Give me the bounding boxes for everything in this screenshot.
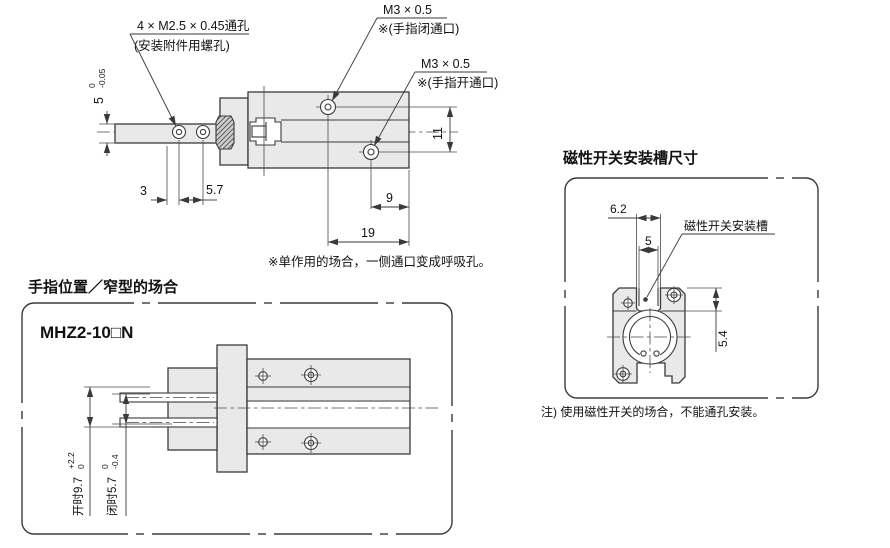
dim-groove-widths: 6.2 5 xyxy=(608,202,661,288)
dim-finger-width: 5 0 -0.05 xyxy=(87,68,117,156)
dim-port-distances: 9 19 xyxy=(328,170,410,246)
dim-groove-depth-value: 5.4 xyxy=(716,330,730,347)
finger-mounting-holes xyxy=(171,124,211,140)
dim-port-pitch: 11 xyxy=(431,107,454,152)
finger-pivot-hatched xyxy=(215,115,235,150)
dim-hole-positions: 3 5.7 xyxy=(140,140,223,205)
end-view-drawing: 6.2 5 5.4 磁性开关安装槽 xyxy=(607,202,775,384)
dim-open-port-to-end: 9 xyxy=(386,191,393,205)
open-port-label-line2: ※(手指开通口) xyxy=(417,75,498,90)
dim-closed-tol-lower: -0.4 xyxy=(110,454,120,469)
finger-position-panel: 手指位置／窄型的场合 MHZ2-10□N xyxy=(19,278,455,537)
model-number: MHZ2-10□N xyxy=(40,323,133,342)
flange-plate xyxy=(216,344,248,473)
mount-holes-callout: 4 × M2.5 × 0.45通孔 (安装附件用螺孔) xyxy=(129,19,250,127)
frame-break-marks xyxy=(562,175,821,401)
frame-break-marks xyxy=(19,300,455,537)
dim-closed-tol-upper: 0 xyxy=(100,464,110,469)
groove-callout: 磁性开关安装槽 xyxy=(643,218,775,302)
open-port-callout: M3 × 0.5 ※(手指开通口) xyxy=(373,57,498,147)
dim-closed-width: 闭时5.7 xyxy=(106,477,119,516)
open-port xyxy=(359,140,457,209)
dim-groove-depth: 5.4 xyxy=(661,287,730,352)
leader-dot xyxy=(643,297,648,302)
finger-panel-title: 手指位置／窄型的场合 xyxy=(28,278,179,296)
dim-open-tol-lower: 0 xyxy=(76,464,86,469)
gripper-side-view: 4 × M2.5 × 0.45通孔 (安装附件用螺孔) M3 × 0.5 ※(手… xyxy=(87,3,498,269)
switch-groove-panel: 磁性开关安装槽尺寸 xyxy=(541,149,821,419)
dim-finger-width-tol-lower: -0.05 xyxy=(97,68,107,88)
single-acting-note: ※单作用的场合，一侧通口变成呼吸孔。 xyxy=(268,254,491,269)
shoulder-block xyxy=(167,367,218,451)
dim-finger-width-value: 5 xyxy=(92,97,106,104)
dim-hole-pitch: 5.7 xyxy=(206,183,223,197)
close-port-label-line2: ※(手指闭通口) xyxy=(378,21,459,36)
body-holes xyxy=(255,365,321,453)
dim-port-pitch-value: 11 xyxy=(431,127,445,140)
narrow-gripper-drawing: 开时9.7 +2.2 0 闭时5.7 0 -0.4 xyxy=(66,344,438,516)
groove-label: 磁性开关安装槽 xyxy=(684,218,768,233)
dim-groove-outer: 6.2 xyxy=(610,202,627,216)
mount-holes-label-line2: (安装附件用螺孔) xyxy=(134,38,230,53)
open-port-label-line1: M3 × 0.5 xyxy=(421,57,470,71)
dim-open-tol-upper: +2.2 xyxy=(66,452,76,469)
mount-holes-label-line1: 4 × M2.5 × 0.45通孔 xyxy=(137,19,250,33)
dim-finger-open-closed: 开时9.7 +2.2 0 闭时5.7 0 -0.4 xyxy=(66,386,172,516)
dim-hole-offset: 3 xyxy=(140,184,147,198)
dim-open-width: 开时9.7 xyxy=(72,477,85,516)
dim-close-port-to-end: 19 xyxy=(361,226,375,240)
end-view-holes xyxy=(614,286,683,383)
switch-panel-title: 磁性开关安装槽尺寸 xyxy=(563,149,698,167)
switch-panel-note: 注) 使用磁性开关的场合，不能通孔安装。 xyxy=(541,404,764,419)
close-port-callout: M3 × 0.5 ※(手指闭通口) xyxy=(331,3,459,102)
close-port-label-line1: M3 × 0.5 xyxy=(383,3,432,17)
close-port xyxy=(316,95,457,246)
dim-groove-opening: 5 xyxy=(645,234,652,248)
dim-finger-width-tol-upper: 0 xyxy=(87,83,97,88)
